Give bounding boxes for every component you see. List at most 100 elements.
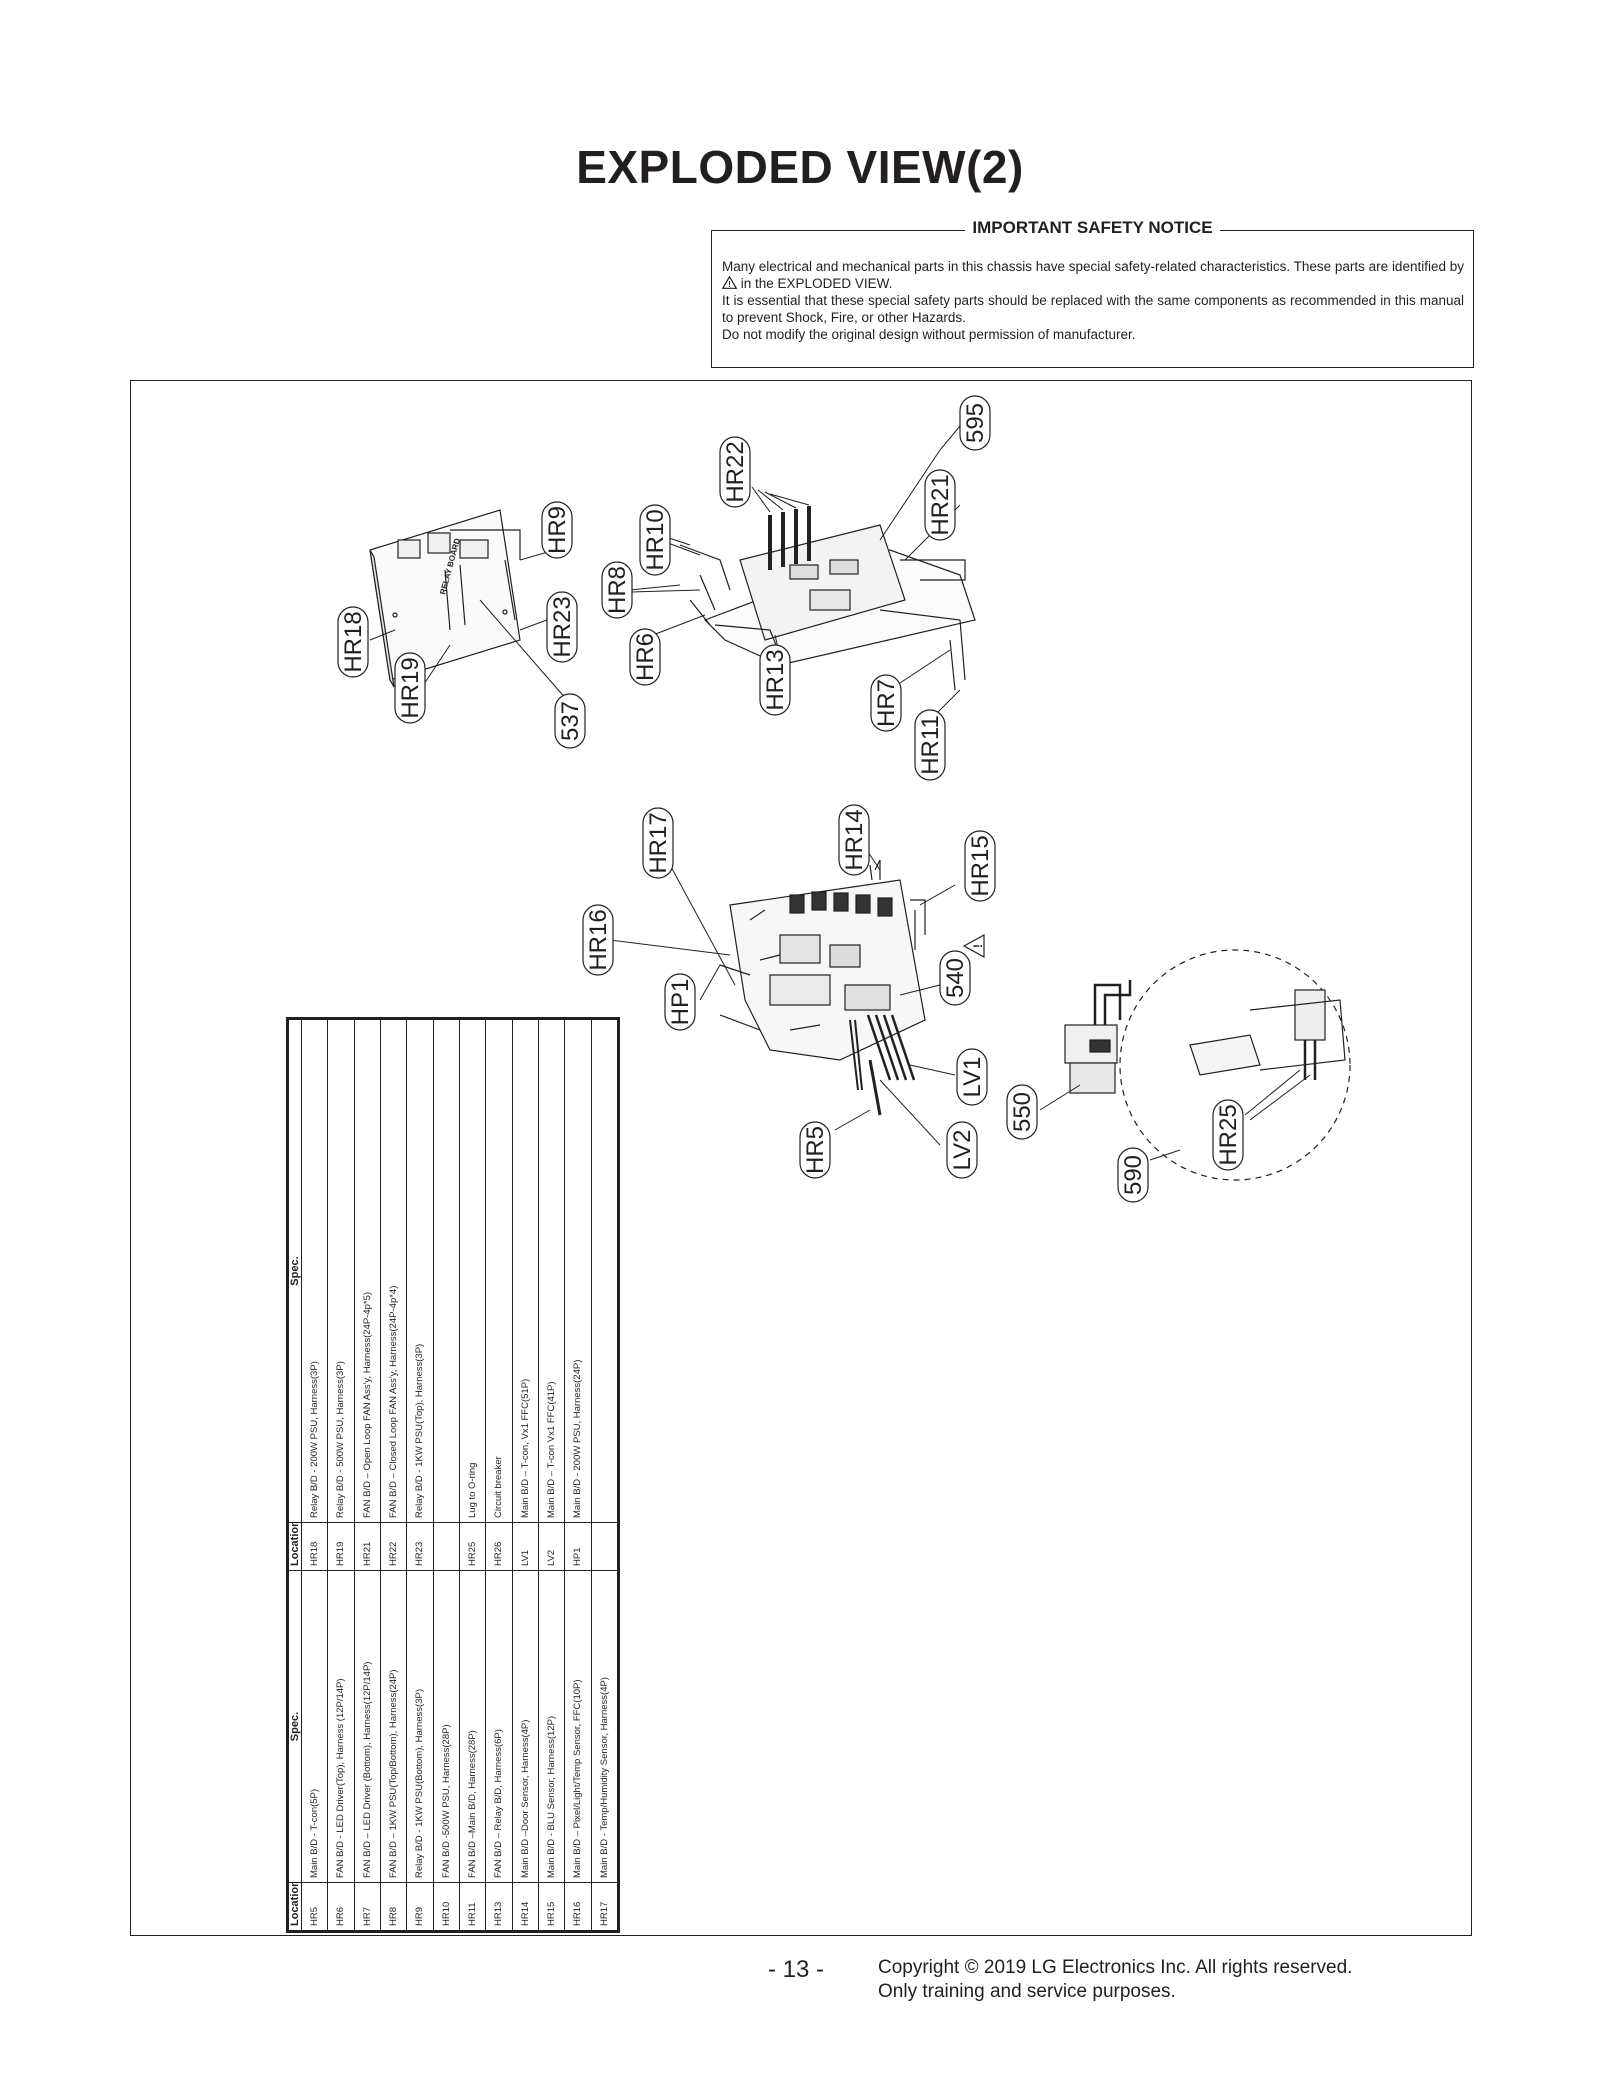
spec-cell: Main B/D - Temp/Humidity Sensor, Harness… (591, 1570, 618, 1883)
callout-hr8: HR8 (601, 561, 633, 619)
svg-text:LV2: LV2 (949, 1130, 976, 1171)
spec-cell: Main B/D – Pixel/Light/Temp Sensor, FFC(… (564, 1570, 592, 1883)
safety-notice-box: IMPORTANT SAFETY NOTICE Many electrical … (711, 218, 1474, 368)
svg-text:HR18: HR18 (340, 611, 367, 672)
callout-hr19: HR19 (394, 652, 426, 724)
header-spec-left: Spec. (288, 1570, 302, 1883)
copyright-notice: Copyright © 2019 LG Electronics Inc. All… (878, 1956, 1352, 2004)
spec-cell: Circuit breaker (485, 1019, 513, 1523)
svg-text:HR23: HR23 (549, 596, 576, 657)
location-cell: HR6 (327, 1882, 355, 1931)
notice-line-3: Do not modify the original design withou… (722, 327, 1136, 342)
spec-cell: Relay B/D - 1KW PSU(Bottom), Harness(3P) (406, 1570, 434, 1883)
location-cell: HR17 (591, 1882, 618, 1931)
parts-table-wrapper: Location No. Spec. Location No. Spec. HR… (286, 1017, 620, 1933)
location-cell: LV1 (512, 1522, 539, 1571)
svg-text:HR11: HR11 (917, 715, 944, 775)
svg-text:HR15: HR15 (967, 835, 994, 896)
spec-cell: Main B/D – T-con Vx1 FFC(41P) (538, 1019, 565, 1523)
callout-hr6: HR6 (629, 628, 661, 686)
callout-hr13: HR13 (759, 644, 791, 716)
svg-text:HP1: HP1 (667, 979, 694, 1026)
spec-cell: Main B/D – T-con, Vx1 FFC(51P) (512, 1019, 539, 1523)
spec-cell: FAN B/D - LED Driver(Top), Harness (12P/… (327, 1570, 355, 1883)
spec-cell: Relay B/D - 500W PSU, Harness(3P) (327, 1019, 355, 1523)
svg-text:HR14: HR14 (841, 809, 868, 870)
spec-cell: FAN B/D – Relay B/D, Harness(6P) (485, 1570, 513, 1883)
spec-cell: FAN B/D -500W PSU, Harness(28P) (433, 1570, 460, 1883)
svg-text:HR10: HR10 (642, 509, 669, 570)
spec-cell: Main B/D - 200W PSU, Harness(24P) (564, 1019, 592, 1523)
location-cell: LV2 (538, 1522, 565, 1571)
callout-hr14: HR14 (838, 804, 870, 876)
callout-hr11: HR11 (914, 709, 946, 781)
location-cell (433, 1522, 460, 1571)
callout-hr22: HR22 (719, 436, 751, 508)
spec-cell: FAN B/D – 1KW PSU(Top/Bottom), Harness(2… (380, 1570, 407, 1883)
circuit-breaker (1064, 980, 1132, 1094)
svg-text:HR16: HR16 (585, 909, 612, 970)
svg-text:540: 540 (942, 958, 969, 998)
svg-text:590: 590 (1120, 1155, 1147, 1195)
safety-warning-icon: ! (962, 933, 985, 959)
location-cell: HR25 (459, 1522, 486, 1571)
callout-lv1: LV1 (956, 1048, 988, 1106)
location-cell: HR21 (354, 1522, 381, 1571)
location-cell (591, 1522, 618, 1571)
svg-text:537: 537 (557, 701, 584, 741)
svg-text:HR25: HR25 (1215, 1104, 1242, 1165)
header-location-right: Location No. (288, 1522, 302, 1571)
callout-595: 595 (959, 395, 991, 451)
spec-cell: Relay B/D - 1KW PSU(Top), Harness(3P) (406, 1019, 434, 1523)
callout-hr23: HR23 (546, 591, 578, 663)
callout-hr10: HR10 (639, 504, 671, 576)
svg-text:LV1: LV1 (959, 1057, 986, 1098)
svg-text:HR19: HR19 (397, 657, 424, 718)
svg-text:550: 550 (1009, 1092, 1036, 1132)
location-cell: HR10 (433, 1882, 460, 1931)
detail-circle (1119, 949, 1351, 1181)
location-cell: HR26 (485, 1522, 513, 1571)
location-cell: HR7 (354, 1882, 381, 1931)
safety-warning-icon: ! (721, 275, 738, 289)
location-cell: HR19 (327, 1522, 355, 1571)
callout-hr17: HR17 (642, 807, 674, 879)
callout-hr25: HR25 (1212, 1099, 1244, 1171)
callout-537: 537 (554, 693, 586, 749)
callout-hr15: HR15 (964, 830, 996, 902)
location-cell: HR18 (301, 1522, 328, 1571)
callout-590: 590 (1117, 1147, 1149, 1203)
svg-text:HR13: HR13 (762, 649, 789, 710)
spec-cell: Main B/D –Door Sensor, Harness(4P) (512, 1570, 539, 1883)
callout-hp1: HP1 (664, 973, 696, 1031)
location-cell: HR23 (406, 1522, 434, 1571)
svg-text:HR8: HR8 (604, 566, 631, 614)
spec-cell: FAN B/D – Closed Loop FAN Ass'y, Harness… (380, 1019, 407, 1523)
callout-hr5: HR5 (799, 1121, 831, 1179)
spec-cell: Relay B/D - 200W PSU, Harness(3P) (301, 1019, 328, 1523)
location-cell: HR9 (406, 1882, 434, 1931)
callout-hr21: HR21 (924, 469, 956, 541)
copyright-line-2: Only training and service purposes. (878, 1981, 1176, 2002)
callout-hr9: HR9 (541, 501, 573, 559)
location-cell: HR13 (485, 1882, 513, 1931)
table-header-row: Location No. Spec. Location No. Spec. (288, 1019, 302, 1931)
svg-text:HR17: HR17 (645, 812, 672, 873)
callout-550: 550 (1006, 1084, 1038, 1140)
location-cell: HR5 (301, 1882, 328, 1931)
page-number: - 13 - (768, 1956, 825, 1983)
spec-cell: Main B/D - BLU Sensor, Harness(12P) (538, 1570, 565, 1883)
main-board-assembly (719, 859, 926, 1116)
svg-text:HR7: HR7 (873, 679, 900, 727)
